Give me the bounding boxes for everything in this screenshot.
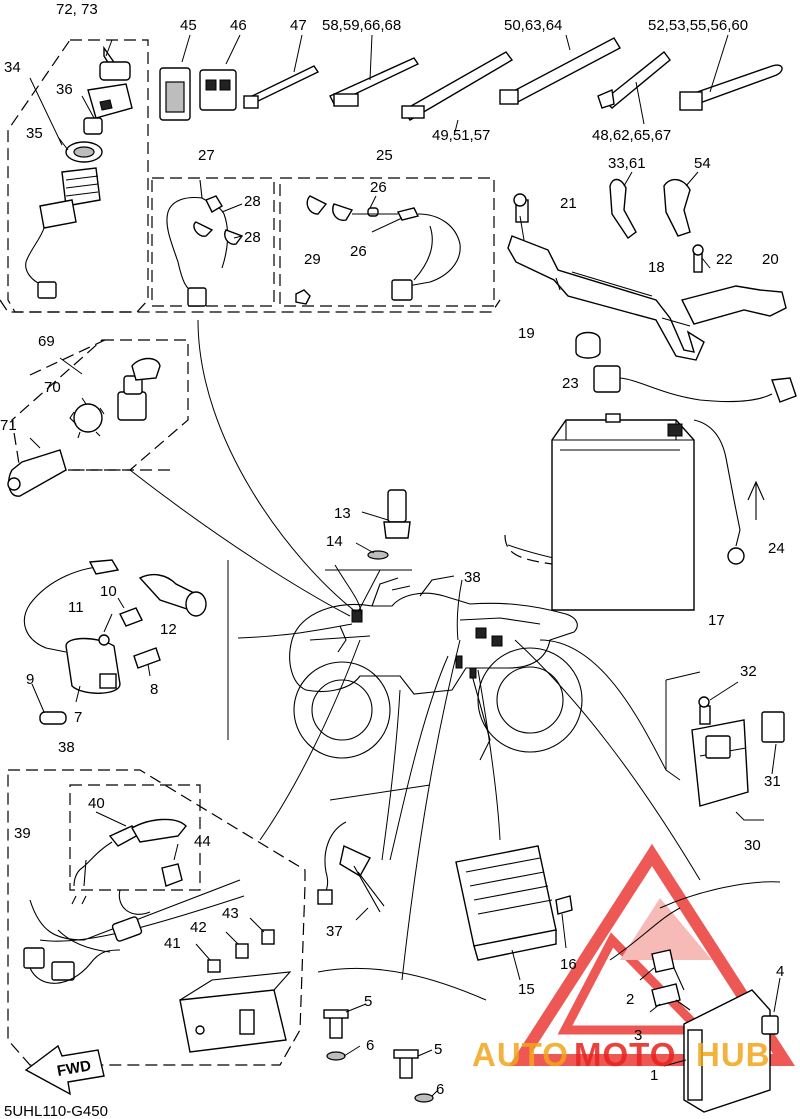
callout-32: 32 — [740, 663, 757, 680]
callout-4: 4 — [776, 963, 784, 980]
callout-21: 21 — [560, 195, 577, 212]
callout-24: 24 — [768, 540, 785, 557]
starter-relay — [691, 681, 785, 821]
callout-45: 45 — [180, 17, 197, 34]
callout-50: 50,63,64 — [504, 17, 562, 34]
callout-23: 23 — [562, 375, 579, 392]
callout-26a: 26 — [370, 179, 387, 196]
socket-group — [7, 357, 161, 497]
group-boxes — [0, 39, 561, 1066]
callout-36: 36 — [56, 81, 73, 98]
callout-44: 44 — [194, 833, 211, 850]
battery-group — [507, 171, 797, 611]
callout-5b: 5 — [434, 1041, 442, 1058]
ignition-coil-group — [23, 559, 207, 725]
temperature-sensor — [355, 489, 411, 560]
callout-34: 34 — [4, 59, 21, 76]
callout-31: 31 — [764, 773, 781, 790]
callout-46: 46 — [230, 17, 247, 34]
ignitor-unit — [639, 949, 781, 1113]
callout-7: 7 — [74, 709, 82, 726]
callout-39: 39 — [14, 825, 31, 842]
callout-42: 42 — [190, 919, 207, 936]
callout-15: 15 — [518, 981, 535, 998]
callout-10: 10 — [100, 583, 117, 600]
watermark-part3: HUB — [696, 1036, 771, 1073]
rectifier-regulator — [455, 845, 573, 981]
callout-70: 70 — [44, 379, 61, 396]
fwd-label: FWD — [56, 1057, 93, 1080]
callout-labels: 72, 73 34 36 35 45 46 47 58,59,66,68 50,… — [0, 1, 785, 1098]
callout-38b: 38 — [58, 739, 75, 756]
callout-12: 12 — [160, 621, 177, 638]
callout-38a: 38 — [464, 569, 481, 586]
callout-28a: 28 — [244, 193, 261, 210]
watermark-logo — [509, 843, 795, 1066]
fwd-arrow-icon: FWD — [24, 1044, 105, 1096]
callout-72: 72, 73 — [56, 1, 98, 18]
callout-41: 41 — [164, 935, 181, 952]
callout-29: 29 — [304, 251, 321, 268]
callout-18: 18 — [648, 259, 665, 276]
callout-14: 14 — [326, 533, 343, 550]
callout-26b: 26 — [350, 243, 367, 260]
callout-40: 40 — [88, 795, 105, 812]
callout-27: 27 — [198, 147, 215, 164]
callout-54: 54 — [694, 155, 711, 172]
callout-11: 11 — [68, 599, 84, 616]
diagram-code: 5UHL110-G450 — [4, 1103, 108, 1119]
connectors-and-ties — [159, 34, 783, 133]
callout-47: 47 — [290, 17, 307, 34]
callout-13: 13 — [334, 505, 351, 522]
main-switch-group — [25, 39, 133, 299]
callout-3: 3 — [634, 1027, 642, 1044]
callout-48: 48,62,65,67 — [592, 127, 671, 144]
callout-6b: 6 — [436, 1081, 444, 1098]
callout-20: 20 — [762, 251, 779, 268]
neutral-switch — [317, 821, 385, 921]
callout-19: 19 — [518, 325, 535, 342]
callout-25: 25 — [376, 147, 393, 164]
callout-69: 69 — [38, 333, 55, 350]
callout-71: 71 — [0, 417, 17, 434]
atv-outline — [289, 575, 583, 761]
callout-22: 22 — [716, 251, 733, 268]
callout-30: 30 — [744, 837, 761, 854]
bolts-washers — [323, 1003, 439, 1103]
callout-9: 9 — [26, 671, 34, 688]
wire-harness — [23, 811, 292, 1053]
sub-harness-group — [166, 179, 461, 307]
callout-49: 49,51,57 — [432, 127, 490, 144]
watermark-part1: AUTO — [472, 1036, 569, 1073]
callout-35: 35 — [26, 125, 43, 142]
leader-lines — [129, 319, 781, 1001]
callout-58: 58,59,66,68 — [322, 17, 401, 34]
callout-28b: 28 — [244, 229, 261, 246]
callout-6a: 6 — [366, 1037, 374, 1054]
callout-43: 43 — [222, 905, 239, 922]
callout-8: 8 — [150, 681, 158, 698]
callout-33: 33,61 — [608, 155, 646, 172]
callout-17: 17 — [708, 612, 725, 629]
callout-1: 1 — [650, 1067, 658, 1084]
callout-16: 16 — [560, 956, 577, 973]
watermark-part2: MOTO — [574, 1036, 676, 1073]
callout-2: 2 — [626, 991, 634, 1008]
callout-5a: 5 — [364, 993, 372, 1010]
callout-52: 52,53,55,56,60 — [648, 17, 748, 34]
callout-37: 37 — [326, 923, 343, 940]
watermark-text: AUTO MOTO HUB — [472, 1036, 771, 1073]
